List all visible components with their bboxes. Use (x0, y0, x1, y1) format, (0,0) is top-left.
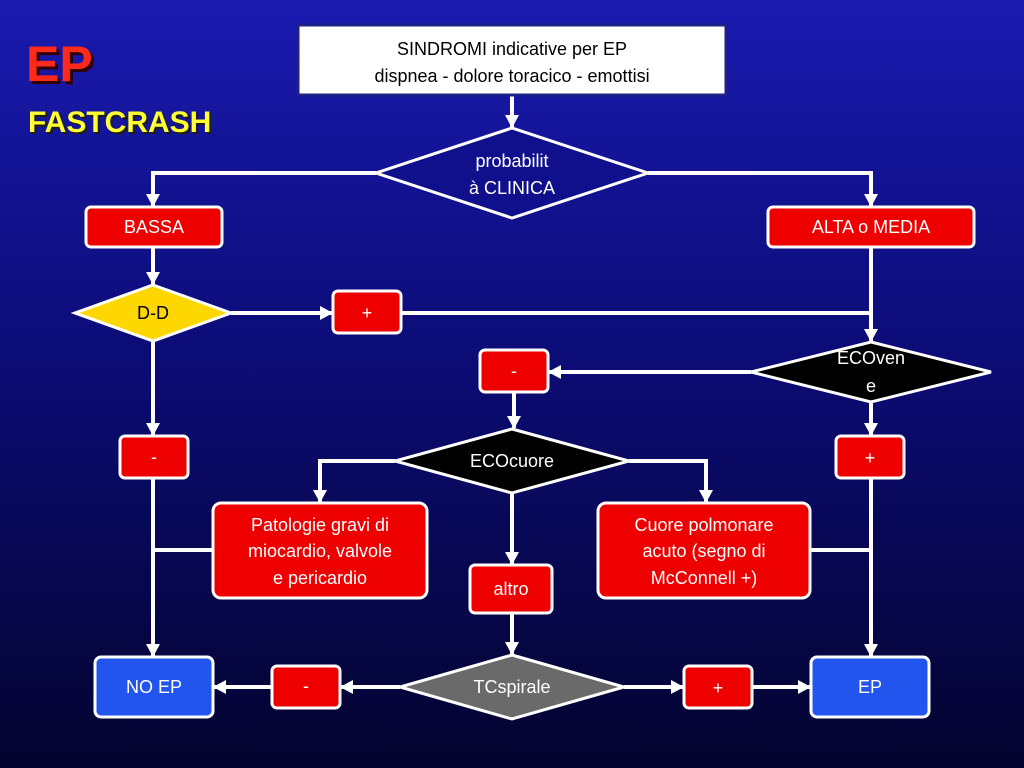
arrow-probability-to-low (146, 171, 376, 207)
d-dimer-negative-label: - (151, 447, 157, 467)
d-dimer-negative-box (118, 434, 190, 480)
d-dimer-diamond (70, 283, 236, 343)
connectors (146, 95, 878, 694)
clinical-probability-line-2: à CLINICA (469, 178, 555, 198)
eco-vene-line-2: e (866, 376, 876, 396)
no-ep-box (93, 655, 215, 719)
arrow-eco-cuore-to-cor-pulmonale (629, 459, 713, 503)
d-dimer-positive-label: + (362, 303, 373, 323)
d-dimer-positive-box (331, 289, 403, 335)
tc-positive-box (682, 664, 754, 710)
tc-positive-label: + (713, 678, 724, 698)
other-label: altro (493, 579, 528, 599)
pathologies-box (211, 501, 429, 600)
start-line-2: dispnea - dolore toracico - emottisi (374, 66, 649, 86)
eco-vene-positive-box (834, 434, 906, 480)
tc-spiral-diamond (394, 653, 630, 721)
high-box (766, 205, 976, 249)
node-pathologies: Patologie gravi di miocardio, valvole e … (211, 501, 429, 600)
clinical-probability-diamond (371, 126, 653, 220)
node-eco-vene: ECOven e (750, 340, 992, 404)
tc-negative-box (270, 664, 342, 710)
node-eco-cuore: ECOcuore (389, 427, 635, 495)
eco-vene-diamond (750, 340, 992, 404)
node-start: SINDROMI indicative per EP dispnea - dol… (296, 23, 728, 97)
node-high: ALTA o MEDIA (766, 205, 976, 249)
cor-pulmonale-line-3: McConnell +) (651, 568, 758, 588)
high-label: ALTA o MEDIA (812, 217, 930, 237)
eco-cuore-diamond (389, 427, 635, 495)
cor-pulmonale-line-2: acuto (segno di (642, 541, 765, 561)
low-label: BASSA (124, 217, 184, 237)
node-tc-positive: + (682, 664, 754, 710)
arrow-probability-to-high (648, 171, 878, 207)
low-box (84, 205, 224, 249)
tc-negative-label: - (303, 676, 309, 696)
node-other: altro (468, 563, 554, 615)
d-dimer-label: D-D (137, 303, 169, 323)
ep-label: EP (858, 677, 882, 697)
cor-pulmonale-box (596, 501, 812, 600)
eco-cuore-label: ECOcuore (470, 451, 554, 471)
clinical-probability-line-1: probabilit (475, 151, 548, 171)
node-eco-vene-negative: - (478, 348, 550, 394)
cor-pulmonale-line-1: Cuore polmonare (634, 515, 773, 535)
node-ep: EP (809, 655, 931, 719)
eco-vene-line-1: ECOven (837, 348, 905, 368)
eco-vene-negative-box (478, 348, 550, 394)
start-box (296, 23, 728, 97)
eco-vene-positive-label: + (865, 448, 876, 468)
ep-box (809, 655, 931, 719)
node-clinical-probability: probabilit à CLINICA (371, 126, 653, 220)
node-low: BASSA (84, 205, 224, 249)
no-ep-label: NO EP (126, 677, 182, 697)
pathologies-line-3: e pericardio (273, 568, 367, 588)
node-cor-pulmonale: Cuore polmonare acuto (segno di McConnel… (596, 501, 812, 600)
slide-title: EP (26, 36, 93, 92)
pathologies-line-2: miocardio, valvole (248, 541, 392, 561)
node-tc-spiral: TCspirale (394, 653, 630, 721)
node-no-ep: NO EP (93, 655, 215, 719)
other-box (468, 563, 554, 615)
pathologies-line-1: Patologie gravi di (251, 515, 389, 535)
eco-vene-negative-label: - (511, 361, 517, 381)
tc-spiral-label: TCspirale (473, 677, 550, 697)
node-eco-vene-positive: + (834, 434, 906, 480)
node-d-dimer-positive: + (331, 289, 403, 335)
arrow-eco-cuore-to-pathologies (313, 459, 395, 503)
start-line-1: SINDROMI indicative per EP (397, 39, 627, 59)
slide-subtitle: FASTCRASH (28, 106, 212, 139)
node-d-dimer: D-D (70, 283, 236, 343)
node-d-dimer-negative: - (118, 434, 190, 480)
node-tc-negative: - (270, 664, 342, 710)
